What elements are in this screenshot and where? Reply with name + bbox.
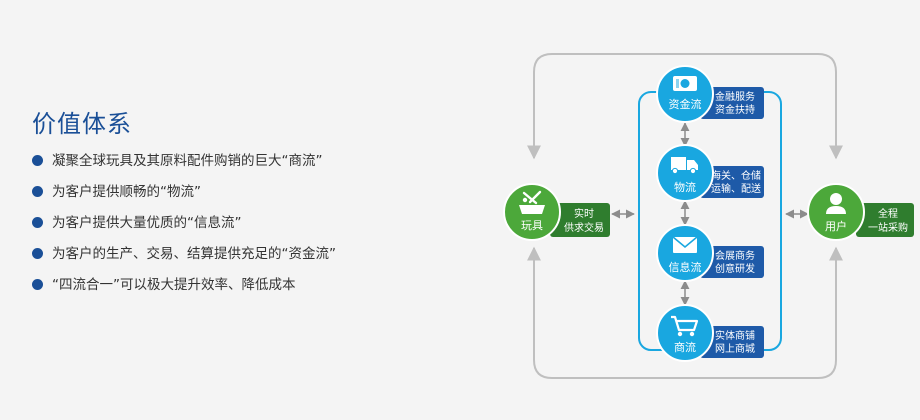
flow-tag-line1: 海关、仓储 — [711, 169, 761, 182]
list-item: “四流合一”可以极大提升效率、降低成本 — [32, 274, 336, 305]
list-item: 为客户提供顺畅的“物流” — [32, 181, 336, 212]
flow-tag-line2: 网上商城 — [715, 342, 755, 355]
flow-label: 信息流 — [669, 260, 702, 274]
bullet-dot — [32, 279, 43, 290]
bullet-dot — [32, 155, 43, 166]
money-icon — [673, 76, 697, 91]
list-item-text: 为客户的生产、交易、结算提供充足的“资金流” — [52, 246, 336, 262]
user-tag — [856, 203, 914, 237]
flow-tag-line1: 实体商铺 — [715, 329, 755, 342]
list-item-text: 为客户提供顺畅的“物流” — [52, 184, 201, 200]
toys-node: 实时 供求交易 玩具 — [503, 183, 610, 241]
flow-tag-line2: 资金扶持 — [715, 103, 755, 116]
toys-tag-line2: 供求交易 — [564, 221, 604, 234]
flow-tag — [700, 326, 764, 358]
toys-tag — [550, 203, 610, 237]
list-item-text: “四流合一”可以极大提升效率、降低成本 — [52, 277, 296, 293]
list-item-text: 凝聚全球玩具及其原料配件购销的巨大“商流” — [52, 153, 323, 169]
toys-tag-line1: 实时 — [574, 207, 594, 220]
flow-tag-line1: 会展商务 — [715, 249, 755, 262]
flow-tag-line2: 创意研发 — [715, 262, 755, 275]
flow-label: 物流 — [674, 180, 696, 194]
list-item: 凝聚全球玩具及其原料配件购销的巨大“商流” — [32, 150, 336, 181]
flow-label: 商流 — [674, 340, 696, 354]
flow-circle — [656, 65, 714, 123]
inner-loop — [638, 91, 782, 351]
user-icon — [826, 193, 846, 214]
flow-tag — [700, 87, 764, 119]
user-node: 全程 一站采购 用户 — [807, 183, 914, 241]
flow-tag-line1: 金融服务 — [715, 90, 755, 103]
envelope-icon — [672, 236, 698, 253]
page-title: 价值体系 — [32, 110, 132, 138]
flow-node-commerce: 实体商铺 网上商城 商流 — [656, 304, 764, 362]
flow-label: 资金流 — [669, 97, 702, 111]
outer-loop-top — [527, 53, 843, 160]
cart-icon — [671, 315, 699, 337]
list-item: 为客户提供大量优质的“信息流” — [32, 212, 336, 243]
bullet-dot — [32, 186, 43, 197]
user-tag-line1: 全程 — [878, 207, 898, 220]
outer-loop-bottom — [527, 246, 843, 379]
bullet-dot — [32, 217, 43, 228]
list-item-text: 为客户提供大量优质的“信息流” — [52, 215, 242, 231]
flow-node-information: 会展商务 创意研发 信息流 — [656, 224, 764, 282]
flow-tag — [700, 246, 764, 278]
list-item: 为客户的生产、交易、结算提供充足的“资金流” — [32, 243, 336, 274]
flow-tag-line2: 运输、配送 — [711, 182, 761, 195]
toys-icon — [519, 190, 545, 214]
flow-node-capital: 金融服务 资金扶持 资金流 — [656, 65, 764, 123]
truck-icon — [671, 157, 698, 175]
user-tag-line2: 一站采购 — [868, 221, 908, 234]
flow-tag — [700, 166, 764, 198]
flow-circle — [656, 304, 714, 362]
user-label: 用户 — [825, 219, 847, 233]
bullet-dot — [32, 248, 43, 259]
toys-label: 玩具 — [521, 219, 543, 232]
flow-node-logistics: 海关、仓储 运输、配送 物流 — [656, 144, 764, 202]
value-list: 凝聚全球玩具及其原料配件购销的巨大“商流” 为客户提供顺畅的“物流” 为客户提供… — [32, 150, 336, 305]
